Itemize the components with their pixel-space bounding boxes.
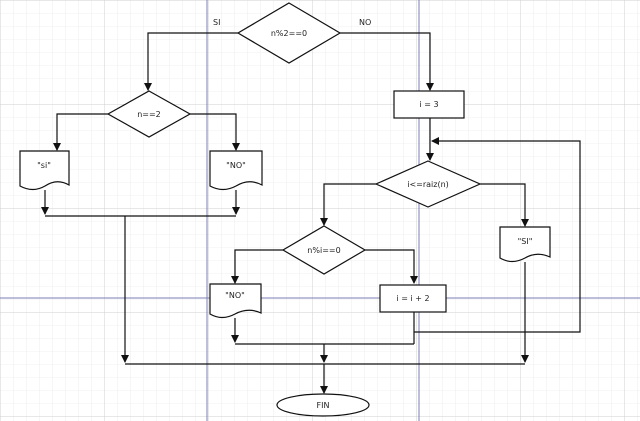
decision-n-mod-2[interactable]: n%2==0 [236,2,342,64]
edge-loop-back [414,137,581,333]
edge-loop-no [480,183,529,227]
decision-n-mod-i[interactable]: n%i==0 [281,225,367,275]
process-increment-i[interactable]: i = i + 2 [379,284,447,313]
edge-main-yes [144,32,238,91]
connectors [41,32,581,394]
decision-n-mod-2-text: n%2==0 [271,29,307,38]
process-init-i[interactable]: i = 3 [393,90,465,119]
output-no-middle[interactable]: "NO" [209,283,262,319]
terminal-end-text: FIN [317,401,330,410]
edge-mod-yes [231,249,283,284]
decision-n-mod-i-text: n%i==0 [307,246,340,255]
edge-mod-no [365,249,418,284]
output-no-left-text: "NO" [226,161,246,170]
label-main-yes: SI [213,18,220,27]
output-si-right[interactable]: "SI" [499,226,551,263]
decision-loop-condition[interactable]: i<=raiz(n) [374,160,482,208]
edge-eq2-yes [53,113,108,151]
output-no-left[interactable]: "NO" [209,150,263,191]
output-si-left[interactable]: "si" [19,150,70,191]
label-main-no: NO [359,18,371,27]
decision-n-eq-2[interactable]: n==2 [106,90,192,138]
terminal-end[interactable]: FIN [276,393,370,417]
output-si-right-text: "SI" [518,237,533,246]
output-si-left-text: "si" [37,161,51,170]
decision-loop-condition-text: i<=raiz(n) [407,180,449,189]
edge-main-no [340,32,434,91]
edge-loop-yes [320,183,376,226]
decision-n-eq-2-text: n==2 [137,110,161,119]
output-no-middle-text: "NO" [225,291,245,300]
process-increment-i-text: i = i + 2 [396,294,429,303]
process-init-i-text: i = 3 [419,100,438,109]
edge-eq2-no [190,113,240,151]
